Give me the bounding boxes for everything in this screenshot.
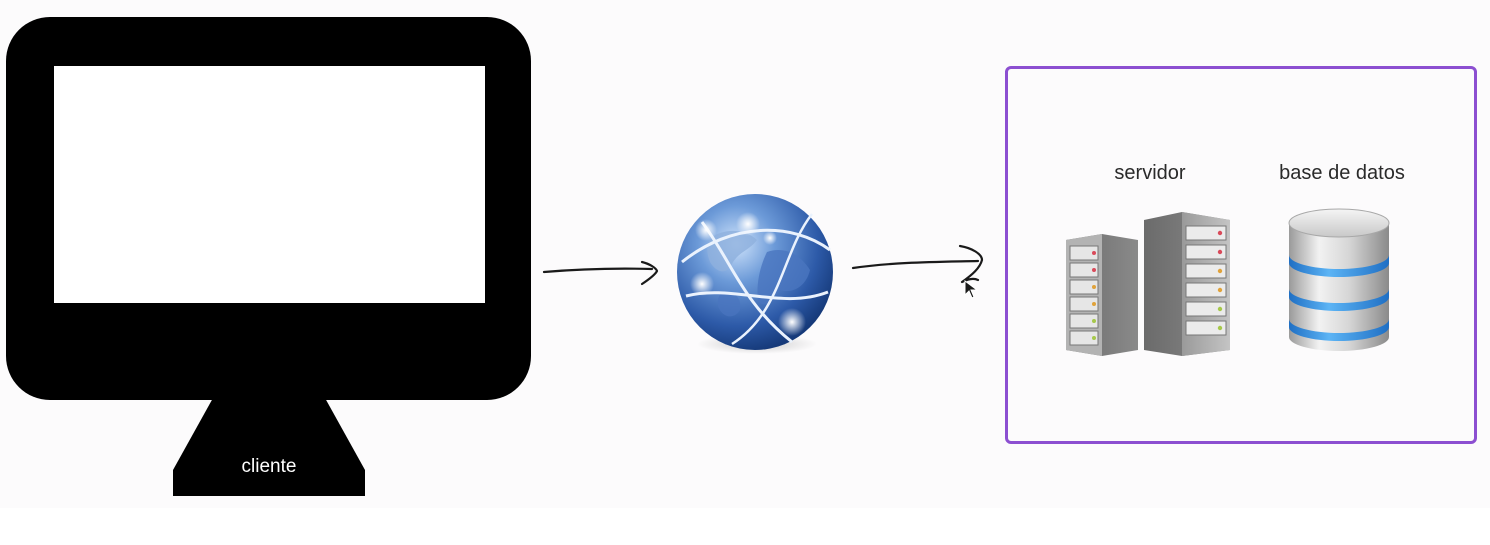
monitor-stand [173,398,365,496]
bottom-strip [0,508,1490,545]
monitor-icon [6,17,531,400]
server-label: servidor [1114,162,1186,184]
server-rack-icon [1066,212,1230,356]
arrow-network-to-backend [851,244,984,284]
backend-container [1005,66,1477,444]
right-rack-slots [1185,225,1227,336]
cursor-icon [964,280,979,299]
database-icon [1288,208,1390,351]
left-rack-slots [1069,245,1099,346]
globe-icon [677,194,833,354]
database-label: base de datos [1279,162,1405,184]
client-label: cliente [241,456,297,477]
arrow-client-to-network [542,260,659,286]
monitor-screen [54,66,485,303]
